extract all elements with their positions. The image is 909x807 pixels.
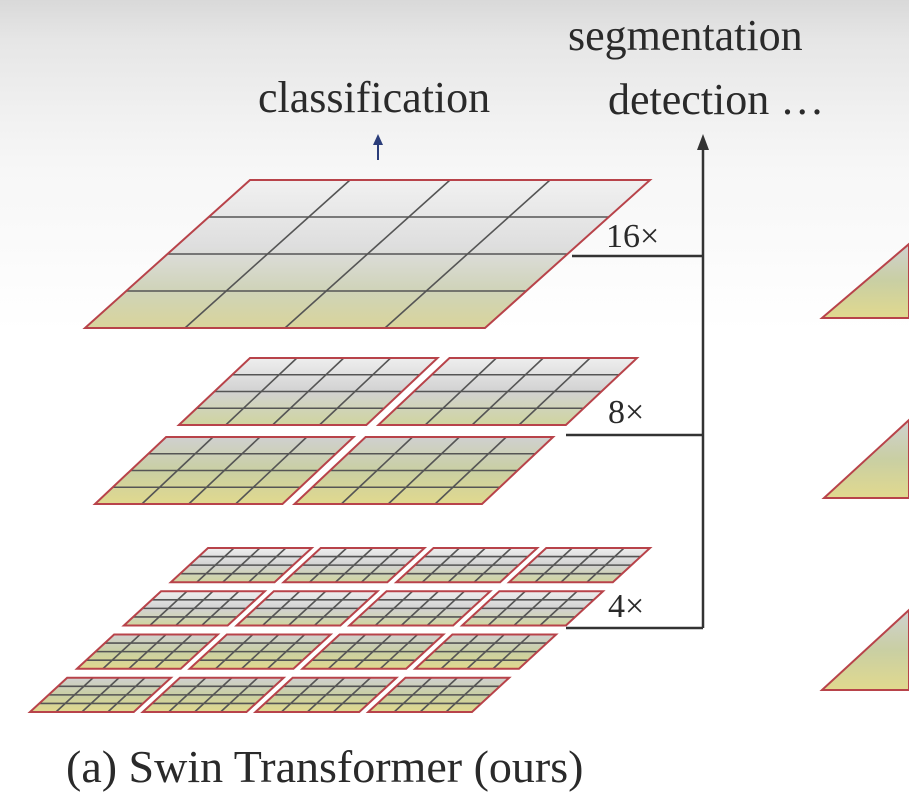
patch-r0-c1 [281, 547, 428, 584]
patch-r1-c2 [346, 590, 493, 627]
partial-map-2 [819, 608, 909, 691]
scale-label-8x: 8× [608, 394, 645, 431]
segmentation-label: segmentation [568, 11, 803, 60]
patch-r2-c2 [299, 633, 446, 670]
feature-connectors [566, 134, 709, 630]
patch-r1-c1 [234, 590, 381, 627]
trunk-arrowhead [697, 134, 709, 150]
patch-r0-c0 [176, 357, 441, 426]
patch-r0-c1 [375, 357, 640, 426]
scale-label-4x: 4× [608, 588, 645, 625]
detection-label: detection … [608, 75, 825, 124]
patch-r1-c1 [291, 436, 556, 505]
patch-r3-c3 [365, 676, 512, 713]
partial-map-1 [821, 418, 909, 499]
figure-caption: (a) Swin Transformer (ours) [66, 741, 584, 792]
partial-map-0 [819, 242, 909, 319]
patch-r3-c1 [140, 676, 287, 713]
patch-r2-c3 [412, 633, 559, 670]
classification-arrow [373, 134, 383, 160]
patch-r0-c0 [168, 547, 315, 584]
stage-8x-feature-map [92, 357, 640, 505]
stage-4x-feature-map [27, 547, 653, 713]
patch-r1-c3 [459, 590, 606, 627]
patch-r1-c0 [121, 590, 268, 627]
patch-r1-c0 [92, 436, 357, 505]
patch-r0-c0 [82, 179, 653, 329]
classification-label: classification [258, 73, 491, 122]
patch-r0-c3 [506, 547, 653, 584]
right-partial-feature-maps [819, 242, 909, 691]
patch-r3-c0 [27, 676, 174, 713]
scale-label-16x: 16× [606, 218, 660, 255]
patch-r3-c2 [252, 676, 399, 713]
patch-r2-c1 [187, 633, 334, 670]
patch-r0-c2 [393, 547, 540, 584]
patch-r2-c0 [74, 633, 221, 670]
stage-16x-feature-map [82, 179, 653, 329]
